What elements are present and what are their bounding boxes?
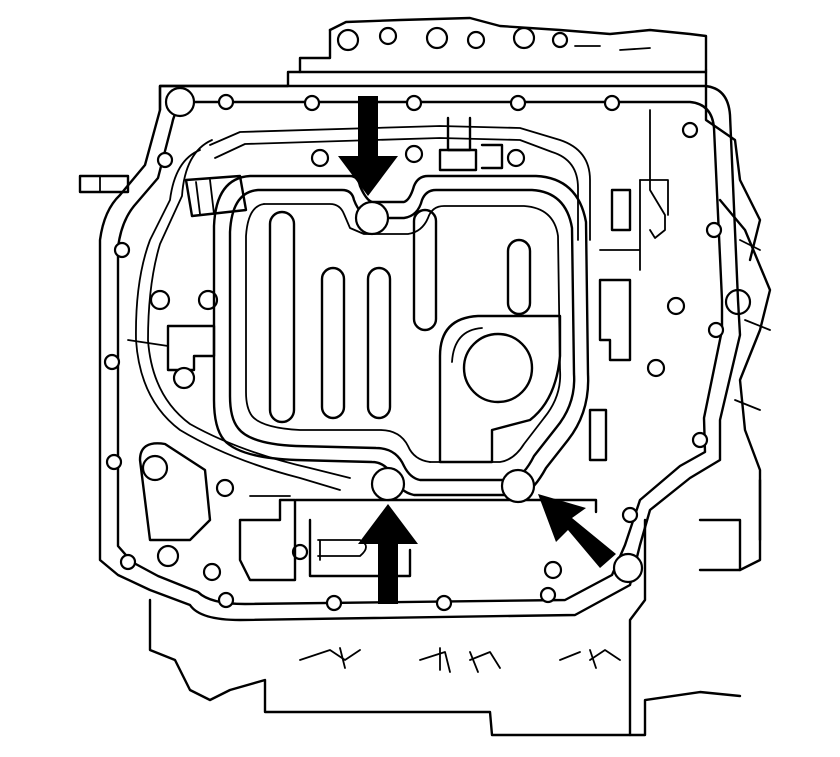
bolt-hole-bottom-right	[500, 468, 536, 504]
callout-arrows	[338, 96, 616, 604]
arrow-down-icon	[338, 96, 398, 196]
bolt-hole-bottom-left	[370, 466, 406, 502]
casting-hole	[425, 26, 449, 50]
arrow-up-left-icon	[538, 494, 616, 568]
casting-hole	[378, 26, 398, 46]
suction-port	[462, 332, 534, 404]
arrow-up-icon	[358, 504, 418, 604]
outer-flange	[98, 84, 742, 622]
lower-casting	[148, 518, 742, 737]
casting-hole	[336, 28, 360, 52]
bolt-hole-top	[354, 200, 390, 236]
flange-bolt-holes	[103, 86, 725, 612]
casting-hole	[512, 26, 536, 50]
oil-strainer	[212, 174, 590, 504]
left-pipe	[78, 174, 130, 194]
casting-hole	[466, 30, 486, 50]
right-mechanism	[639, 109, 772, 572]
casting-hole	[551, 31, 569, 49]
upper-casting	[158, 16, 762, 262]
